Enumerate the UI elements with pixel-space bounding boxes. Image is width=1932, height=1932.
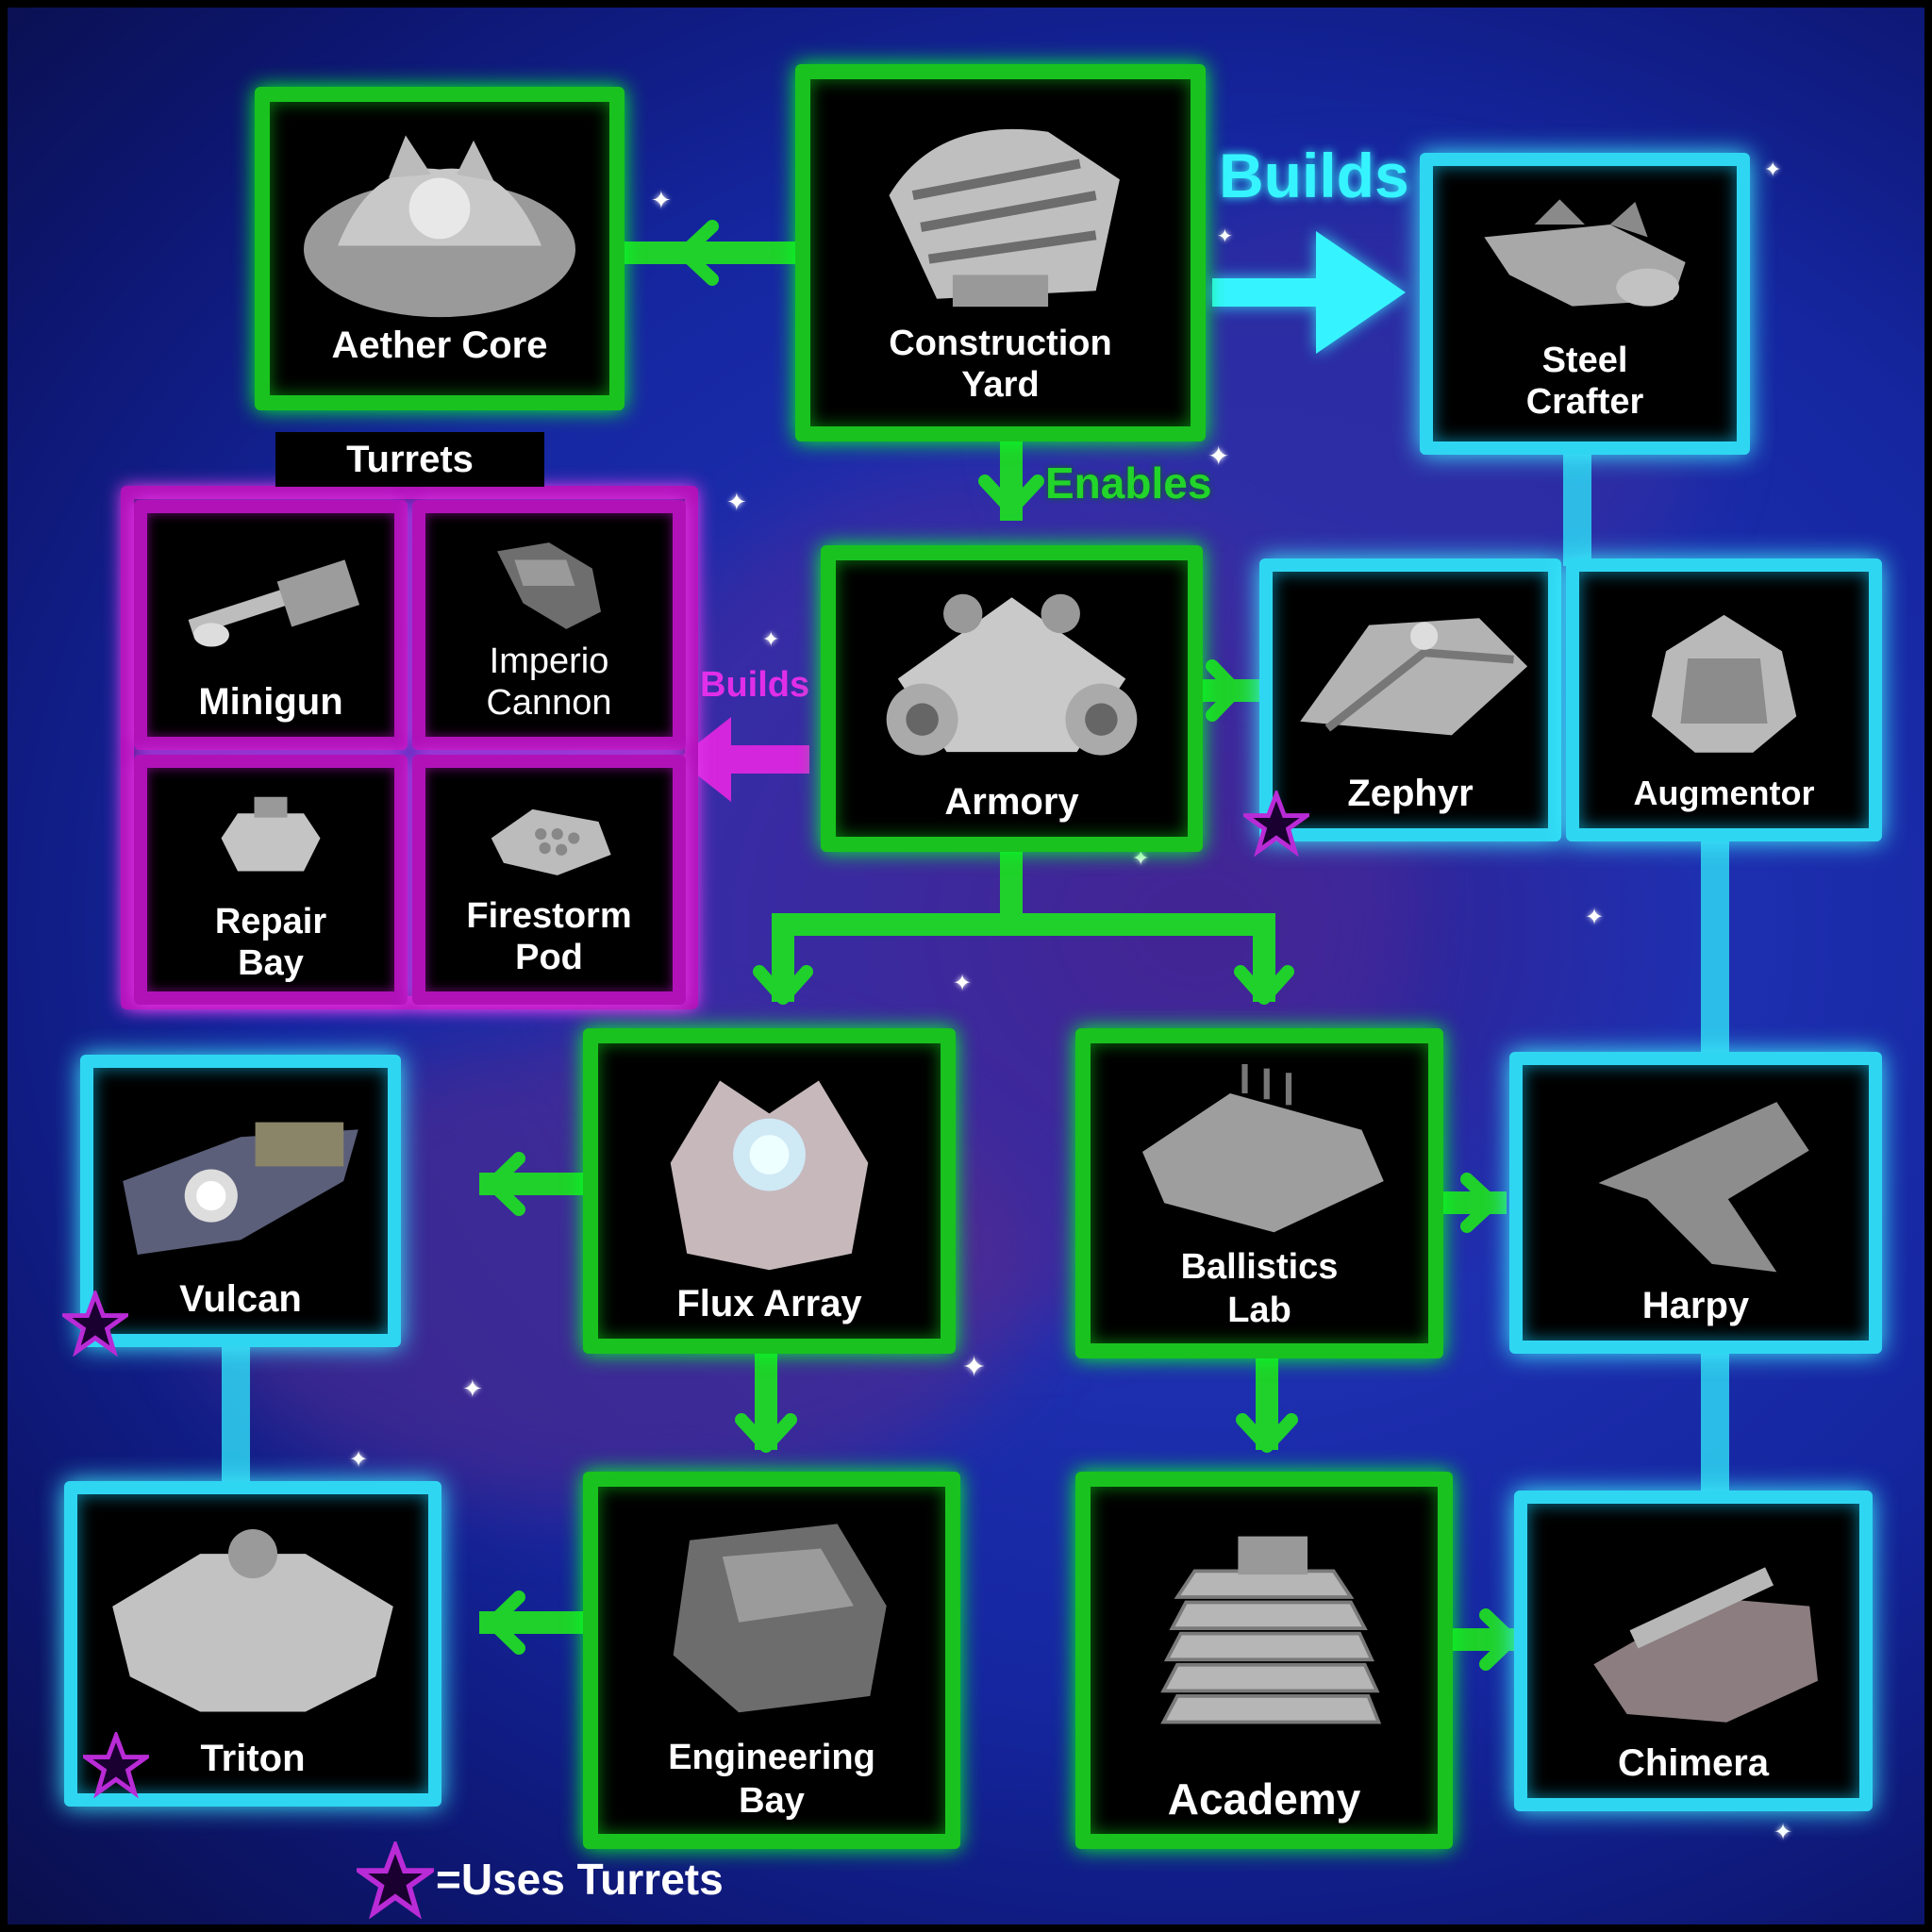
node-label: Augmentor (1633, 774, 1815, 812)
ballistics-lab-icon (1091, 1064, 1428, 1240)
engineering-bay-icon (598, 1507, 945, 1721)
zephyr-icon (1273, 592, 1548, 768)
node-repair-bay[interactable]: Repair Bay (134, 755, 408, 1005)
node-label: Zephyr (1347, 773, 1474, 814)
node-label: Triton (200, 1738, 306, 1779)
aether-core-icon (270, 123, 609, 335)
node-armory[interactable]: Armory (821, 545, 1203, 852)
sparkle-icon: ✦ (1764, 158, 1782, 182)
sparkle-icon: ✦ (962, 1351, 987, 1384)
sparkle-icon: ✦ (1132, 847, 1150, 871)
node-label: Ballistics Lab (1180, 1247, 1339, 1330)
sparkle-icon: ✦ (1208, 441, 1230, 472)
augmentor-icon (1579, 592, 1869, 768)
node-chimera[interactable]: Chimera (1514, 1491, 1873, 1811)
green-arrowheads (486, 220, 1518, 1671)
chimera-icon (1527, 1524, 1859, 1738)
academy-icon (1091, 1507, 1438, 1774)
node-flux-array[interactable]: Flux Array (583, 1028, 956, 1354)
node-triton[interactable]: Triton (64, 1481, 441, 1807)
node-vulcan[interactable]: Vulcan (80, 1055, 401, 1347)
builds-cyan-arrow (1212, 231, 1406, 354)
uses-turrets-star-icon (62, 1291, 128, 1357)
sparkle-icon: ✦ (953, 970, 973, 996)
node-label: Steel Crafter (1525, 341, 1644, 422)
node-construction-yard[interactable]: Construction Yard (795, 64, 1206, 441)
builds-magenta-arrow (677, 717, 809, 802)
sparkle-icon: ✦ (1217, 225, 1233, 247)
sparkle-icon: ✦ (349, 1446, 369, 1473)
flux-array-icon (598, 1064, 941, 1278)
node-label: Academy (1167, 1774, 1361, 1824)
firestorm-pod-icon (425, 789, 673, 888)
node-ballistics-lab[interactable]: Ballistics Lab (1075, 1028, 1443, 1358)
triton-icon (77, 1515, 428, 1733)
minigun-icon (147, 534, 394, 676)
sparkle-icon: ✦ (762, 628, 780, 652)
node-academy[interactable]: Academy (1075, 1472, 1453, 1849)
sparkle-icon: ✦ (462, 1375, 483, 1404)
construction-yard-icon (810, 100, 1191, 323)
node-zephyr[interactable]: Zephyr (1259, 558, 1561, 841)
node-label: Imperio Cannon (486, 641, 612, 723)
node-engineering-bay[interactable]: Engineering Bay (583, 1472, 960, 1849)
node-label: Chimera (1617, 1742, 1770, 1784)
steel-crafter-icon (1433, 187, 1737, 338)
node-label: Engineering Bay (668, 1738, 875, 1821)
node-imperio-cannon[interactable]: Imperio Cannon (412, 500, 686, 750)
node-label: Vulcan (179, 1278, 302, 1320)
legend-star-icon (357, 1841, 434, 1919)
node-label: Flux Array (676, 1283, 862, 1324)
node-harpy[interactable]: Harpy (1509, 1052, 1882, 1354)
enables-tag: Enables (1045, 458, 1212, 508)
uses-turrets-star-icon (83, 1732, 149, 1798)
node-label: Repair Bay (214, 902, 327, 983)
repair-bay-icon (147, 789, 394, 888)
node-minigun[interactable]: Minigun (134, 500, 408, 750)
node-aether-core[interactable]: Aether Core (255, 87, 625, 410)
imperio-cannon-icon (425, 534, 673, 638)
node-label: Harpy (1641, 1285, 1750, 1326)
uses-turrets-star-icon (1243, 791, 1309, 857)
builds-tag-cyan: Builds (1219, 141, 1409, 210)
node-label: Firestorm Pod (466, 896, 632, 977)
sparkle-icon: ✦ (1585, 904, 1605, 930)
builds-tag-magenta: Builds (700, 665, 810, 705)
node-firestorm-pod[interactable]: Firestorm Pod (412, 755, 686, 1005)
node-label: Aether Core (331, 325, 548, 366)
node-label: Construction Yard (889, 324, 1112, 405)
node-label: Minigun (198, 681, 343, 723)
harpy-icon (1523, 1086, 1869, 1280)
armory-icon (836, 581, 1188, 776)
node-label: Armory (944, 781, 1079, 823)
node-augmentor[interactable]: Augmentor (1566, 558, 1882, 841)
legend-text: =Uses Turrets (436, 1855, 724, 1904)
node-steel-crafter[interactable]: Steel Crafter (1420, 153, 1750, 455)
sparkle-icon: ✦ (726, 489, 747, 517)
sparkle-icon: ✦ (1774, 1819, 1793, 1845)
turrets-heading: Turrets (275, 432, 544, 487)
vulcan-icon (93, 1089, 388, 1274)
sparkle-icon: ✦ (651, 187, 672, 215)
